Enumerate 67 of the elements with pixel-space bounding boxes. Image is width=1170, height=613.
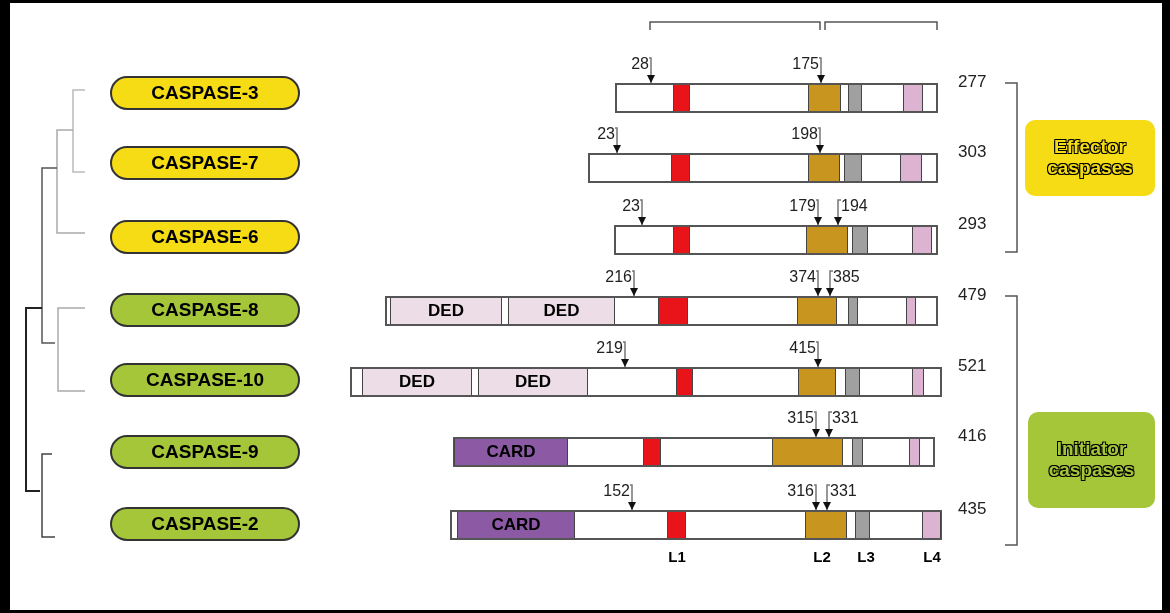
cleavage-arrow xyxy=(638,199,646,226)
cleavage-arrow xyxy=(814,270,822,297)
protein-bar xyxy=(453,437,935,467)
group-box: Effector caspases xyxy=(1025,120,1155,196)
protein-length: 277 xyxy=(958,73,987,90)
cleavage-site-number: 152 xyxy=(603,483,630,499)
cleavage-arrow xyxy=(812,484,820,511)
protein-bar xyxy=(450,510,942,540)
caspase-pill: CASPASE-9 xyxy=(110,435,300,469)
cleavage-site-number: 331 xyxy=(832,410,859,426)
cleavage-site-number: 385 xyxy=(833,269,860,285)
cleavage-arrow xyxy=(817,57,825,84)
protein-bar xyxy=(385,296,938,326)
protein-length: 303 xyxy=(958,143,987,160)
cleavage-site-number: 175 xyxy=(792,56,819,72)
caspase-pill: CASPASE-6 xyxy=(110,220,300,254)
cleavage-arrow xyxy=(621,341,629,368)
protein-length: 416 xyxy=(958,427,987,444)
protein-bar xyxy=(350,367,942,397)
caspase-pill: CASPASE-3 xyxy=(110,76,300,110)
cleavage-site-number: 331 xyxy=(830,483,857,499)
card-domain: CARD xyxy=(454,439,568,465)
cleavage-site-number: 315 xyxy=(787,410,814,426)
group-box: Initiator caspases xyxy=(1028,412,1155,508)
caspase-pill: CASPASE-7 xyxy=(110,146,300,180)
loop-label: L3 xyxy=(857,549,875,564)
cleavage-arrow xyxy=(630,270,638,297)
cleavage-arrow xyxy=(814,341,822,368)
protein-bar xyxy=(614,225,938,255)
cleavage-site-number: 23 xyxy=(597,126,615,142)
protein-bar xyxy=(615,83,938,113)
ded-domain: DED xyxy=(390,298,502,324)
card-domain: CARD xyxy=(457,512,575,538)
loop-label: L1 xyxy=(668,549,686,564)
ded-domain: DED xyxy=(362,369,472,395)
cleavage-site-number: 194 xyxy=(841,198,868,214)
cleavage-site-number: 216 xyxy=(605,269,632,285)
protein-length: 479 xyxy=(958,286,987,303)
cleavage-arrow xyxy=(814,199,822,226)
protein-length: 521 xyxy=(958,357,987,374)
cleavage-site-number: 219 xyxy=(596,340,623,356)
caspase-pill: CASPASE-2 xyxy=(110,507,300,541)
ded-domain: DED xyxy=(478,369,588,395)
cleavage-arrow xyxy=(834,199,842,226)
cleavage-arrow xyxy=(816,127,824,154)
cleavage-arrow xyxy=(812,411,820,438)
cleavage-site-number: 198 xyxy=(791,126,818,142)
cleavage-site-number: 179 xyxy=(789,198,816,214)
cleavage-arrow xyxy=(823,484,831,511)
cleavage-site-number: 28 xyxy=(631,56,649,72)
caspase-pill: CASPASE-10 xyxy=(110,363,300,397)
cleavage-arrow xyxy=(826,270,834,297)
protein-length: 293 xyxy=(958,215,987,232)
cleavage-arrow xyxy=(825,411,833,438)
cleavage-site-number: 415 xyxy=(789,340,816,356)
cleavage-arrow xyxy=(613,127,621,154)
ded-domain: DED xyxy=(508,298,615,324)
cleavage-site-number: 316 xyxy=(787,483,814,499)
protein-length: 435 xyxy=(958,500,987,517)
loop-label: L4 xyxy=(923,549,941,564)
cleavage-arrow xyxy=(628,484,636,511)
cleavage-site-number: 374 xyxy=(789,269,816,285)
caspase-pill: CASPASE-8 xyxy=(110,293,300,327)
loop-label: L2 xyxy=(813,549,831,564)
cleavage-arrow xyxy=(647,57,655,84)
protein-bar xyxy=(588,153,938,183)
cleavage-site-number: 23 xyxy=(622,198,640,214)
